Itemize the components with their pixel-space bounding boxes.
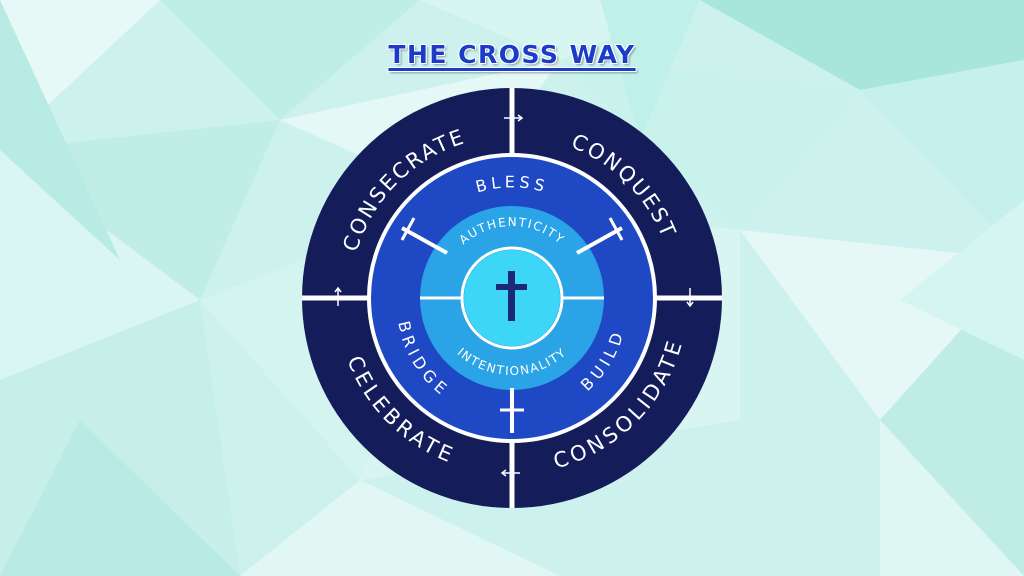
cross-icon [496, 271, 527, 321]
middle-ring-border [367, 153, 657, 443]
arrow-up-icon [334, 286, 342, 306]
arrow-down-icon [686, 288, 694, 308]
middle-tick-right [608, 217, 624, 241]
middle-divider-right [576, 226, 623, 255]
arrow-left-icon [500, 469, 520, 477]
cross-way-wheel: CONSECRATE CONQUEST CONSOLIDATE CELEBRAT… [302, 88, 722, 508]
arrow-right-icon [504, 114, 524, 122]
middle-tick-left [400, 217, 416, 241]
middle-divider-left [401, 226, 448, 255]
page-title: THE CROSS WAY [388, 40, 636, 69]
